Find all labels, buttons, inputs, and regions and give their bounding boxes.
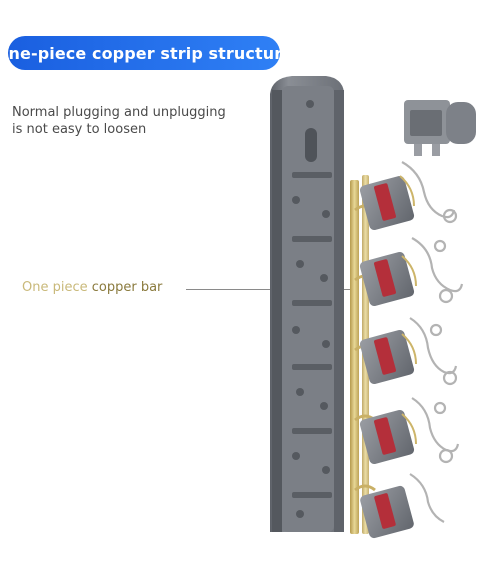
title-banner: One-piece copper strip structure <box>0 36 293 70</box>
description-line-2: is not easy to loosen <box>12 122 147 137</box>
switch-module <box>404 100 476 156</box>
socket-module-5 <box>360 485 414 539</box>
socket-module-4 <box>359 409 415 465</box>
description-line-1: Normal plugging and unplugging <box>12 105 226 120</box>
callout-part-1: One piece <box>22 280 88 295</box>
spring-contacts-copper <box>399 175 417 445</box>
description: Normal plugging and unplugging is not ea… <box>12 104 262 138</box>
spring-contacts <box>401 161 464 523</box>
callout-part-2: copper bar <box>91 280 163 295</box>
socket-module-2 <box>359 251 415 307</box>
housing-shell <box>270 76 344 532</box>
title-text: One-piece copper strip structure <box>0 43 294 63</box>
socket-module-1 <box>359 175 415 231</box>
socket-module-3 <box>359 329 415 385</box>
copper-bar-callout: One piece copper bar <box>22 280 162 295</box>
